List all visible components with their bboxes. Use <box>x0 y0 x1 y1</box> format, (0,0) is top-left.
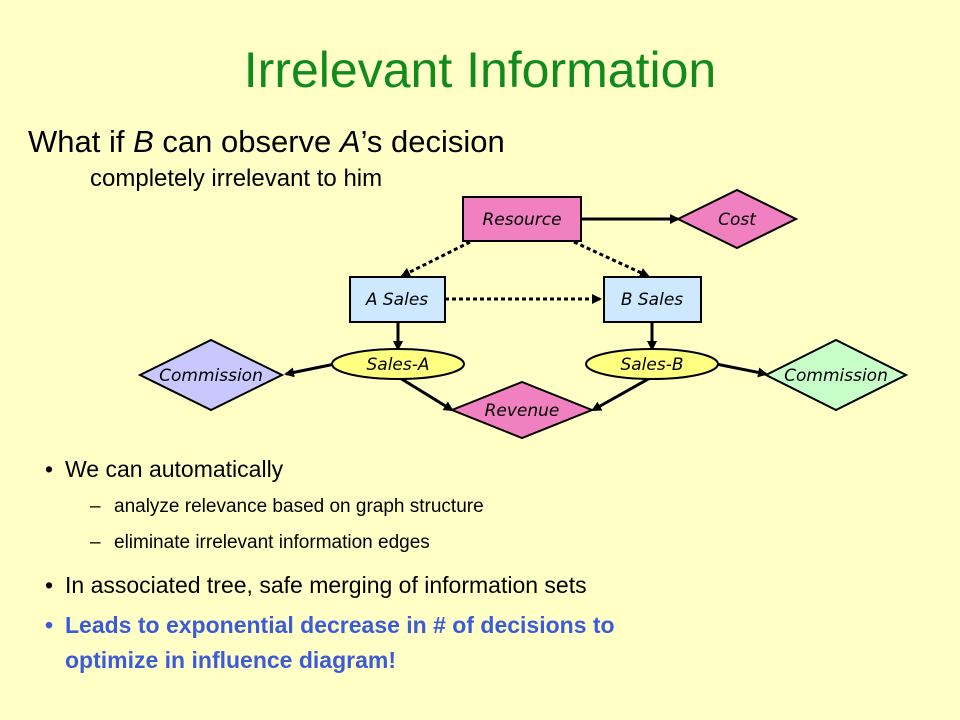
node-commission-a <box>137 338 285 412</box>
edge-sales-b-commission <box>715 362 768 378</box>
edge-sales-a-revenue <box>399 376 454 412</box>
bullet-1-sub-2-text: eliminate irrelevant information edges <box>114 532 430 553</box>
edge-sales-b-revenue <box>591 376 651 412</box>
node-b-sales <box>603 276 702 323</box>
node-b-sales-label: B Sales <box>621 290 683 310</box>
bullet-3: •Leads to exponential decrease in # of d… <box>45 612 615 638</box>
node-resource <box>462 196 582 242</box>
subhead-prefix: What if <box>28 124 134 159</box>
bullet-1: •We can automatically <box>45 456 284 482</box>
node-commission-b-label: Commission <box>784 366 888 386</box>
slide-title: Irrelevant Information <box>243 42 717 98</box>
node-sales-a <box>331 348 465 380</box>
subhead-suffix: ’s decision <box>360 124 505 159</box>
node-cost-label: Cost <box>718 210 757 230</box>
node-sales-a-label: Sales-A <box>366 355 429 375</box>
subhead-a: A <box>339 124 361 159</box>
edge-sales-a-commission <box>284 362 336 378</box>
bullet-1-sub-1: –analyze relevance based on graph struct… <box>90 496 484 517</box>
node-revenue <box>449 380 595 440</box>
subhead-b: B <box>133 124 154 159</box>
node-a-sales-label: A Sales <box>365 290 428 310</box>
bullet-1-sub-1-text: analyze relevance based on graph structu… <box>114 496 484 517</box>
node-commission-b <box>763 338 909 412</box>
node-cost <box>675 188 799 250</box>
bullet-2-text: In associated tree, safe merging of info… <box>65 572 587 598</box>
node-commission-a-label: Commission <box>159 366 263 386</box>
node-revenue-label: Revenue <box>485 401 560 421</box>
bullet-3-text: Leads to exponential decrease in # of de… <box>65 612 615 638</box>
bullet-1-text: We can automatically <box>65 456 284 482</box>
node-a-sales <box>349 276 446 323</box>
subhead-middle: can observe <box>153 124 340 159</box>
edge-resource-b-sales <box>573 240 650 278</box>
node-resource-label: Resource <box>482 210 561 230</box>
bullet-3-continuation: optimize in influence diagram! <box>65 647 396 674</box>
sub-subheading: completely irrelevant to him <box>90 165 383 192</box>
bullet-1-sub-2: –eliminate irrelevant information edges <box>90 532 430 553</box>
edge-resource-a-sales <box>400 240 471 278</box>
node-sales-b <box>585 348 719 380</box>
node-sales-b-label: Sales-B <box>620 355 683 375</box>
bullet-2: •In associated tree, safe merging of inf… <box>45 572 587 598</box>
bullet-3-continuation-text: optimize in influence diagram! <box>65 647 396 673</box>
subheading: What if B can observe A’s decision <box>28 124 505 160</box>
